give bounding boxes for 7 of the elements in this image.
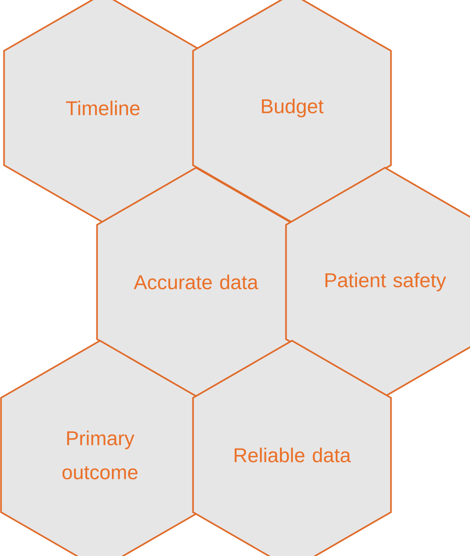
- node-label: Reliable data: [234, 448, 351, 462]
- hexagon: Patient safety: [285, 166, 470, 398]
- node-label: Primary outcome: [62, 430, 138, 480]
- hexagon: Accurate data: [96, 166, 296, 398]
- hexagon: Budget: [192, 0, 392, 224]
- node-label: Patient safety: [325, 272, 446, 292]
- hexagon: Reliable data: [192, 340, 392, 556]
